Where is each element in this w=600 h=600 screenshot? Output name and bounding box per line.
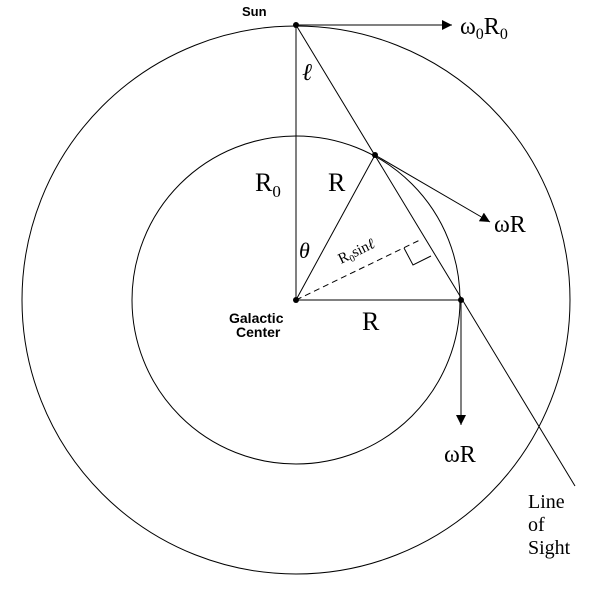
tangent-point [372, 152, 378, 158]
omega-r-down-label: ωR [444, 442, 476, 468]
galactic-center-label-line1: Galactic [229, 310, 284, 326]
line-of-sight [295, 24, 576, 487]
r0-label: R0 [255, 168, 281, 201]
perpendicular-dashed-line [295, 238, 423, 301]
galactic-center-point [293, 297, 299, 303]
center-to-tangent-line [295, 154, 376, 301]
sun-label: Sun [242, 4, 267, 19]
omega-r-right-label: ωR [494, 212, 526, 238]
theta-label: θ [299, 238, 310, 263]
sun-point [293, 22, 299, 28]
line-of-sight-label-2: of [528, 514, 545, 536]
right-point [458, 297, 464, 303]
r-lower-label: R [362, 307, 380, 336]
line-of-sight-label-1: Line [528, 491, 565, 513]
galactic-center-label-line2: Center [236, 324, 281, 340]
right-angle-marker [403, 247, 432, 266]
ell-angle-label: ℓ [302, 60, 312, 86]
tangent-velocity-arrow [374, 154, 491, 223]
projection-label: R0sinℓ [336, 236, 379, 269]
r-upper-label: R [328, 168, 346, 197]
sun-velocity-label: ω0R0 [460, 14, 508, 43]
line-of-sight-label-3: Sight [528, 537, 571, 559]
